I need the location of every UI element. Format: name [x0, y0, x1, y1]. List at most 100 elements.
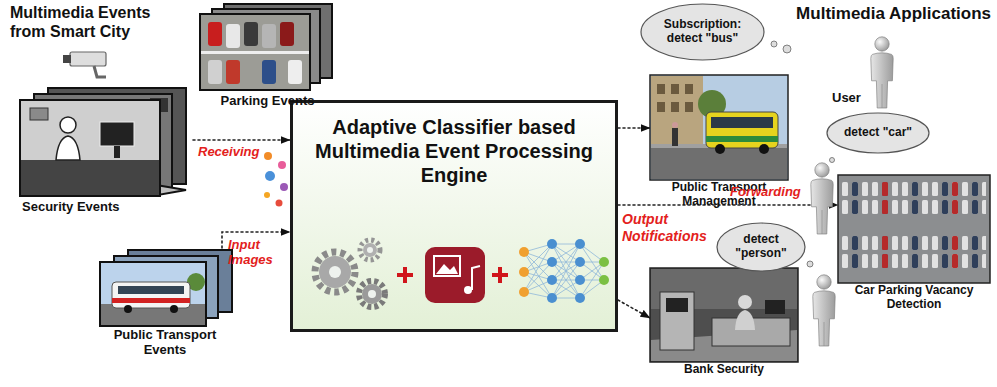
thought-dots	[771, 41, 777, 47]
car-park-photo	[842, 234, 986, 270]
security-image-stack	[21, 160, 159, 195]
parking-image-stack	[244, 22, 258, 46]
node-text: Public Transport Events	[95, 328, 235, 358]
camera-icon	[63, 52, 106, 77]
car-park-photo	[838, 175, 990, 283]
bus-street-photo	[650, 75, 788, 180]
neural-network-icon	[524, 244, 604, 298]
engine-fill	[290, 100, 618, 332]
thought-bubble: detect "car"	[826, 112, 930, 154]
security-image-stack	[20, 88, 186, 196]
parking-image-stack	[201, 51, 309, 54]
security-image-stack	[60, 117, 76, 133]
bank-photo	[650, 268, 798, 362]
bus-street-photo	[650, 75, 788, 180]
security-image-stack	[20, 100, 160, 196]
media-icon	[425, 247, 485, 303]
bus-street-photo	[671, 84, 679, 94]
camera-icon	[94, 66, 106, 77]
neural-network-icon	[547, 275, 557, 285]
bus-street-photo	[706, 112, 778, 148]
camera-icon	[70, 52, 106, 66]
plus-symbol	[397, 267, 413, 283]
bank-photo	[765, 300, 785, 314]
node-text: Bank Security	[650, 363, 798, 377]
event-dots	[278, 161, 286, 169]
thought-dots	[830, 158, 835, 163]
gear-icon	[315, 240, 385, 307]
media-icon	[434, 256, 460, 276]
parking-image-stack	[288, 60, 302, 84]
user-figure	[811, 163, 833, 234]
bank-photo	[650, 268, 798, 362]
neural-network-icon	[599, 257, 609, 267]
gear-icon	[367, 247, 373, 253]
bus-image-stack	[118, 286, 184, 294]
parking-image-stack	[208, 22, 222, 46]
bus-street-photo	[657, 84, 665, 94]
image-stack: Parking Events	[200, 4, 335, 109]
bank-photo	[738, 295, 752, 309]
engine-fill	[290, 100, 618, 332]
image-stack: Public Transport Events	[95, 248, 235, 358]
gear-icon	[368, 290, 376, 298]
bus-street-photo	[650, 75, 788, 180]
neural-network-icon	[575, 239, 585, 249]
user-figure	[811, 37, 893, 346]
parking-image-stack	[262, 60, 276, 84]
node-text: Parking Events	[200, 94, 335, 109]
edge-label: Input Images	[228, 238, 288, 268]
car-park-photo	[842, 180, 986, 216]
thought-dots	[783, 45, 791, 53]
user-label: User	[832, 90, 868, 106]
car-park-photo	[838, 175, 990, 283]
parking-image-stack	[200, 4, 332, 90]
parking-image-stack	[226, 24, 240, 48]
neural-network-icon	[547, 293, 557, 303]
bus-street-photo	[711, 117, 773, 128]
gear-icon	[319, 256, 351, 288]
car-park-photo	[842, 180, 986, 216]
node-text: Security Events	[22, 200, 193, 215]
image-stack: Security Events	[18, 88, 193, 215]
bus-street-photo	[672, 122, 678, 128]
section-heading: Multimedia Applications	[775, 4, 991, 24]
parking-image-stack	[200, 14, 310, 90]
thought-dots	[807, 261, 813, 267]
bus-street-photo	[685, 84, 693, 94]
bus-image-stack	[100, 250, 232, 326]
dotted-connector	[193, 139, 290, 141]
node-text: Car Parking Vacancy Detection	[838, 284, 990, 312]
node-text: detect "car"	[844, 126, 912, 140]
neural-network-icon	[519, 267, 529, 277]
event-dots	[276, 200, 283, 207]
car-park-photo	[838, 175, 990, 283]
car-park-photo	[842, 234, 986, 270]
media-icon	[464, 286, 472, 294]
bus-street-photo	[657, 102, 665, 112]
application-image: Bank Security	[650, 268, 798, 377]
application-image: Car Parking Vacancy Detection	[838, 175, 990, 312]
plus-symbol	[492, 267, 508, 283]
bus-street-photo	[706, 136, 778, 142]
media-icon	[472, 266, 480, 290]
camera-icon	[63, 55, 71, 63]
event-dots	[264, 192, 270, 198]
event-dots	[264, 152, 272, 160]
security-image-stack	[56, 136, 80, 160]
gear-icon	[363, 243, 377, 257]
media-icon	[425, 247, 485, 303]
neural-network-icon	[547, 239, 557, 249]
section-heading: Multimedia Events from Smart City	[10, 3, 175, 41]
security-image-stack	[30, 108, 48, 120]
bus-image-stack	[112, 298, 190, 303]
bus-street-photo	[672, 128, 678, 146]
neural-network-icon	[599, 275, 609, 285]
bus-image-stack	[124, 305, 132, 313]
thought-bubble: detect "person"	[716, 222, 806, 272]
parking-image-stack	[262, 24, 276, 48]
gear-icon	[362, 284, 382, 304]
security-image-stack	[114, 146, 120, 158]
bank-photo	[660, 292, 694, 350]
parking-image-stack	[280, 22, 294, 46]
